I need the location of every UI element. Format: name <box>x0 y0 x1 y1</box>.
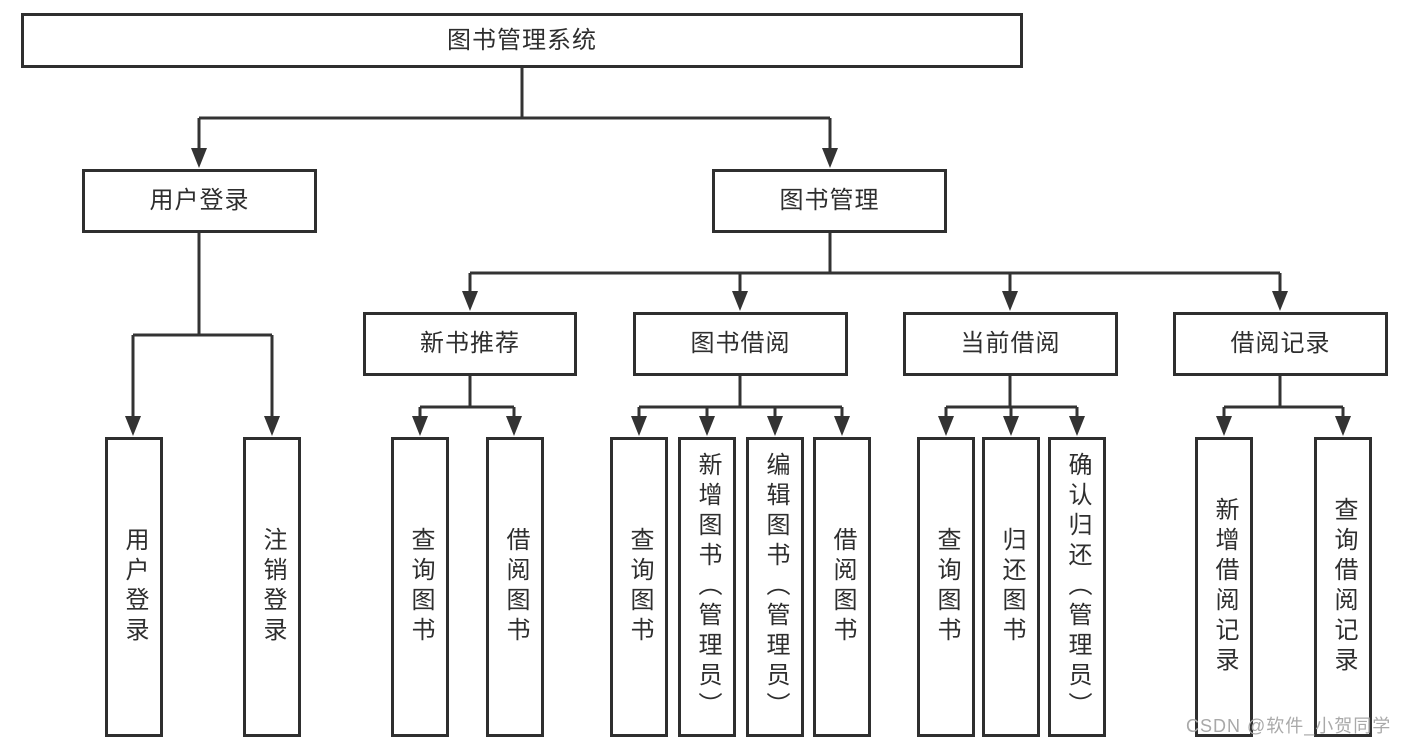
node-current-borrowing: 当前借阅 <box>903 312 1118 376</box>
arrowhead <box>699 416 715 436</box>
arrowhead <box>938 416 954 436</box>
leaf-borrow-books-borrowing: 借阅图书 <box>813 437 871 737</box>
arrowhead <box>1335 416 1351 436</box>
leaf-user-login: 用户登录 <box>105 437 163 737</box>
arrowhead <box>1272 291 1288 311</box>
arrowhead <box>1069 416 1085 436</box>
csdn-watermark: CSDN @软件_小贺同学 <box>1186 716 1392 736</box>
leaf-return-book: 归还图书 <box>982 437 1040 737</box>
arrowhead <box>834 416 850 436</box>
arrowhead <box>506 416 522 436</box>
leaf-query-books-borrowing: 查询图书 <box>610 437 668 737</box>
arrowhead <box>264 416 280 436</box>
leaf-add-borrow-record: 新增借阅记录 <box>1195 437 1253 737</box>
node-root-library-management-system: 图书管理系统 <box>21 13 1023 68</box>
node-book-borrowing: 图书借阅 <box>633 312 848 376</box>
leaf-query-borrow-record: 查询借阅记录 <box>1314 437 1372 737</box>
leaf-logout: 注销登录 <box>243 437 301 737</box>
leaf-edit-book-admin: 编辑图书（管理员） <box>746 437 804 737</box>
arrowhead <box>822 148 838 168</box>
arrowhead <box>1002 291 1018 311</box>
arrowhead <box>191 148 207 168</box>
arrowhead <box>1216 416 1232 436</box>
node-book-management: 图书管理 <box>712 169 947 233</box>
arrowhead <box>1003 416 1019 436</box>
arrowhead <box>125 416 141 436</box>
arrowhead <box>412 416 428 436</box>
node-user-login: 用户登录 <box>82 169 317 233</box>
arrowhead <box>631 416 647 436</box>
arrowhead <box>462 291 478 311</box>
leaf-add-book-admin: 新增图书（管理员） <box>678 437 736 737</box>
arrowhead <box>767 416 783 436</box>
arrowhead <box>732 291 748 311</box>
node-new-book-recommendation: 新书推荐 <box>363 312 577 376</box>
node-borrowing-records: 借阅记录 <box>1173 312 1388 376</box>
leaf-query-books-current: 查询图书 <box>917 437 975 737</box>
leaf-confirm-return-admin: 确认归还（管理员） <box>1048 437 1106 737</box>
leaf-borrow-books-recommend: 借阅图书 <box>486 437 544 737</box>
leaf-query-books-recommend: 查询图书 <box>391 437 449 737</box>
